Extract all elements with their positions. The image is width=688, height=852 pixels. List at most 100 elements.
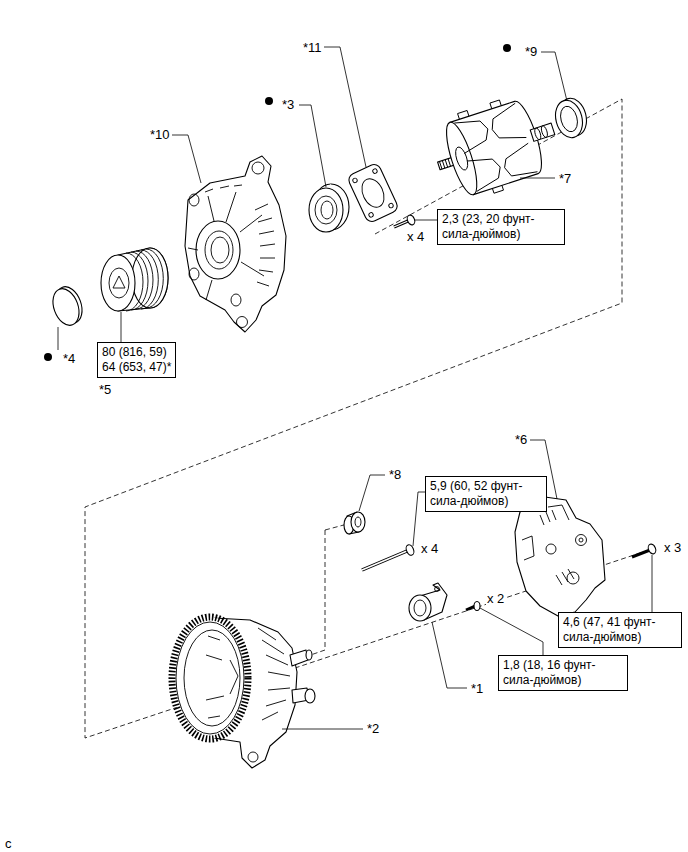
retainer-bolt bbox=[394, 221, 408, 227]
leader-line bbox=[414, 220, 437, 221]
bearing-retainer bbox=[368, 212, 374, 218]
leader-line bbox=[652, 555, 653, 612]
rotor bbox=[534, 127, 542, 140]
new-part-dot bbox=[44, 353, 52, 361]
front-housing bbox=[185, 156, 286, 332]
bearing-retainer bbox=[347, 162, 400, 223]
rotor bbox=[440, 159, 451, 169]
front-housing bbox=[189, 268, 199, 280]
front-housing bbox=[255, 204, 275, 286]
quantity-label: x 4 bbox=[406, 229, 425, 244]
rear-cover bbox=[546, 544, 556, 554]
front-housing bbox=[205, 231, 233, 269]
callout-number: *4 bbox=[62, 351, 76, 366]
leader-line bbox=[299, 105, 326, 187]
rear-housing-stator bbox=[206, 636, 238, 718]
leader-line bbox=[58, 327, 59, 350]
quantity-label: x 3 bbox=[663, 540, 682, 555]
pulley bbox=[101, 255, 135, 311]
bearing bbox=[315, 196, 337, 224]
torque-spec-box: 2,3 (23, 20 фунт-сила-дюймов) bbox=[437, 209, 565, 245]
pulley bbox=[109, 268, 129, 298]
front-housing bbox=[252, 162, 264, 174]
front-housing bbox=[237, 317, 248, 328]
leader-line bbox=[541, 52, 567, 101]
bearing-retainer bbox=[388, 203, 394, 209]
callout-number: *10 bbox=[149, 127, 171, 142]
pulley bbox=[132, 248, 168, 308]
rotor bbox=[530, 123, 555, 141]
brush-holder bbox=[414, 600, 426, 616]
rear-cover bbox=[522, 505, 574, 585]
bearing bbox=[309, 188, 343, 232]
quantity-label: x 4 bbox=[420, 541, 439, 556]
rear-housing-stator bbox=[258, 628, 290, 720]
front-housing bbox=[231, 294, 241, 306]
brush-holder bbox=[409, 595, 431, 621]
quantity-label: c bbox=[4, 836, 13, 851]
callout-number: *8 bbox=[388, 467, 402, 482]
leader-line bbox=[282, 729, 363, 730]
brush-holder bbox=[435, 587, 440, 592]
new-part-dot bbox=[44, 44, 511, 361]
leader-line bbox=[413, 492, 425, 546]
rotor bbox=[425, 87, 566, 207]
rotor bbox=[540, 125, 548, 138]
brush-holder bbox=[409, 583, 480, 621]
pulley bbox=[113, 276, 125, 288]
rear-cover bbox=[579, 538, 583, 542]
callout-number: *6 bbox=[514, 432, 528, 447]
through-bolt bbox=[362, 551, 407, 570]
retainer-bolt bbox=[394, 214, 416, 227]
rear-housing-stator bbox=[184, 630, 240, 726]
leader-line bbox=[520, 178, 555, 179]
torque-value: 1,8 (18, 16 фунт-сила-дюймов) bbox=[503, 658, 623, 688]
bearing-retainer bbox=[372, 168, 378, 174]
rear-housing-stator bbox=[248, 752, 258, 762]
through-bolt bbox=[362, 544, 415, 570]
through-bolt bbox=[405, 544, 416, 557]
leader-line bbox=[121, 312, 122, 342]
callout-number: *3 bbox=[281, 97, 295, 112]
bearing bbox=[321, 201, 333, 219]
rear-bearing bbox=[558, 104, 580, 133]
brush-holder bbox=[474, 602, 480, 611]
torque-spec-box: 1,8 (18, 16 фунт-сила-дюймов) bbox=[498, 655, 628, 691]
pulley-cap bbox=[48, 285, 84, 329]
torque-value: 4,6 (47, 41 фунт-сила-дюймов) bbox=[563, 615, 677, 645]
torque-value: 5,9 (60, 52 фунт-сила-дюймов) bbox=[430, 479, 542, 509]
rear-housing-stator bbox=[305, 689, 315, 703]
quantity-label: x 2 bbox=[486, 591, 505, 606]
callout-number: *9 bbox=[524, 44, 538, 59]
torque-spec-box: 4,6 (47, 41 фунт-сила-дюймов) bbox=[558, 612, 682, 648]
bearing bbox=[309, 184, 349, 232]
terminal-insulator bbox=[351, 512, 365, 532]
leader-line bbox=[480, 608, 543, 655]
bearing-retainer bbox=[352, 178, 358, 184]
callout-number: *2 bbox=[366, 721, 380, 736]
leader-line bbox=[324, 47, 366, 167]
rotor bbox=[458, 100, 527, 196]
rear-housing-stator bbox=[290, 650, 308, 666]
cover-bolt bbox=[632, 550, 650, 557]
front-housing bbox=[188, 192, 264, 300]
rear-cover bbox=[515, 497, 605, 616]
rear-cover bbox=[515, 497, 605, 616]
rear-housing-stator bbox=[306, 650, 312, 660]
torque-value: 64 (653, 47)* bbox=[102, 360, 171, 375]
bearing-retainer bbox=[358, 175, 389, 211]
torque-spec-box: 80 (816, 59)64 (653, 47)* bbox=[97, 342, 176, 378]
torque-value: 2,3 (23, 20 фунт-сила-дюймов) bbox=[442, 212, 560, 242]
pulley-cap bbox=[48, 283, 87, 329]
rear-housing-stator bbox=[172, 617, 248, 739]
front-housing bbox=[189, 194, 199, 206]
leader-line bbox=[432, 622, 467, 688]
front-housing bbox=[211, 237, 229, 263]
front-housing bbox=[205, 185, 242, 192]
front-housing bbox=[196, 221, 240, 279]
rotor bbox=[440, 119, 483, 197]
pulley bbox=[101, 248, 168, 311]
